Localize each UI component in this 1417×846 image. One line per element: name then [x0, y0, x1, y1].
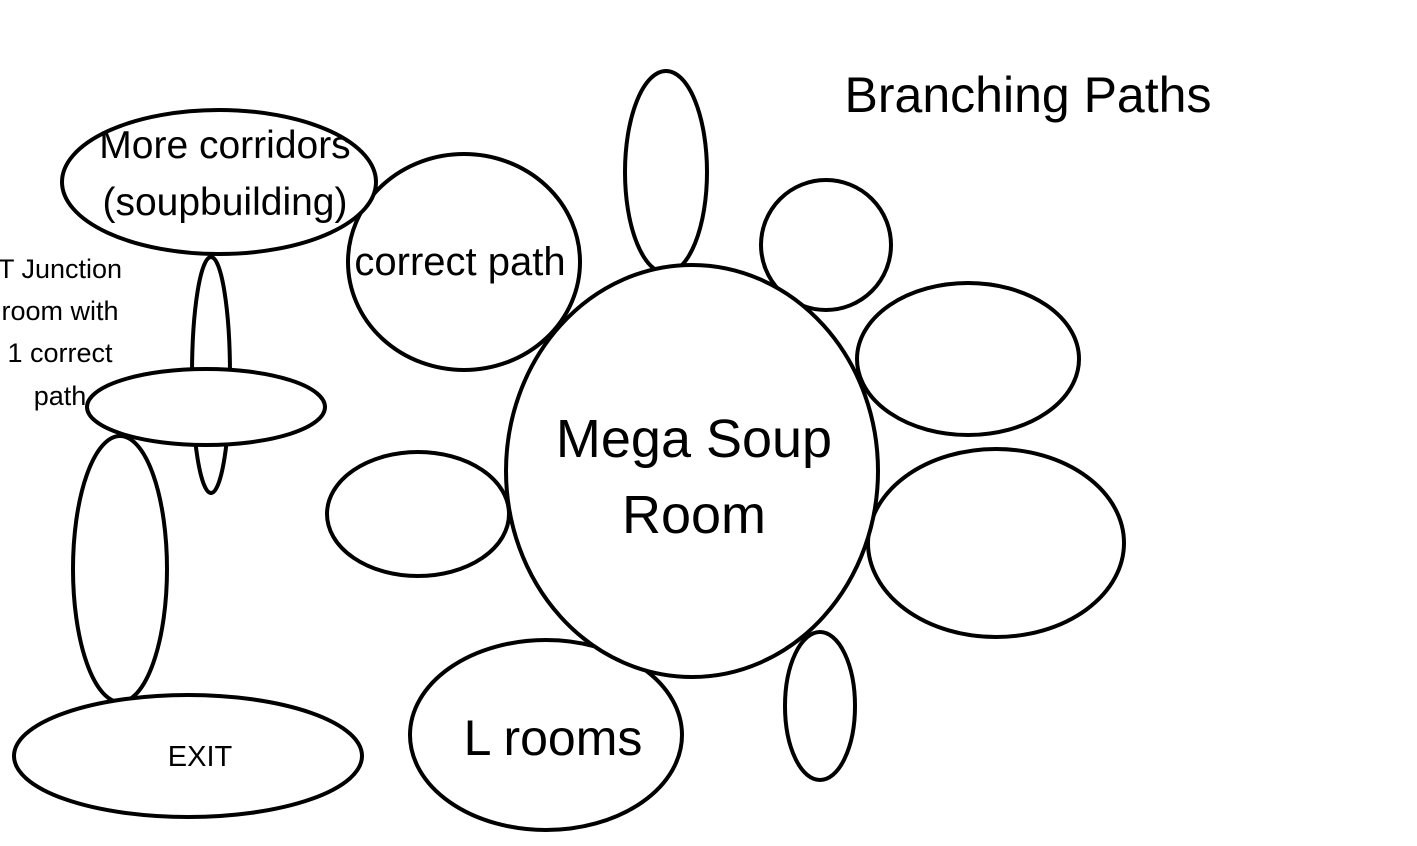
l-rooms-label: L rooms — [464, 710, 643, 766]
more-corridors-label-line1: More corridors — [99, 124, 350, 167]
correct-path-room — [346, 152, 582, 372]
t-junction-label-line1: T Junction — [0, 254, 122, 284]
exit-label: EXIT — [168, 741, 233, 773]
t-junction-room — [85, 367, 327, 447]
mega-soup-room-label-line1: Mega Soup — [556, 409, 832, 469]
mega-soup-room — [504, 263, 880, 679]
lower-corridor — [71, 434, 169, 704]
correct-path-label: correct path — [354, 240, 565, 284]
t-junction-label-line3: 1 correct — [7, 338, 113, 368]
branch-room-bottom-right — [783, 630, 857, 782]
exit-room — [12, 693, 364, 819]
more-corridors-label-line2: (soupbuilding) — [103, 181, 348, 224]
branch-room-upper-right-small — [759, 178, 893, 312]
branch-room-right-upper — [855, 281, 1081, 437]
mega-soup-room-label-line2: Room — [622, 485, 766, 545]
t-junction-label-line4: path — [34, 381, 87, 411]
branch-room-right-lower — [866, 447, 1126, 639]
more-corridors-room — [60, 108, 378, 256]
diagram-title: Branching Paths — [845, 67, 1212, 123]
t-junction-label-line2: room with — [1, 296, 118, 326]
branch-room-left — [325, 450, 511, 578]
l-rooms-room — [408, 638, 684, 832]
branch-room-top — [623, 69, 709, 275]
